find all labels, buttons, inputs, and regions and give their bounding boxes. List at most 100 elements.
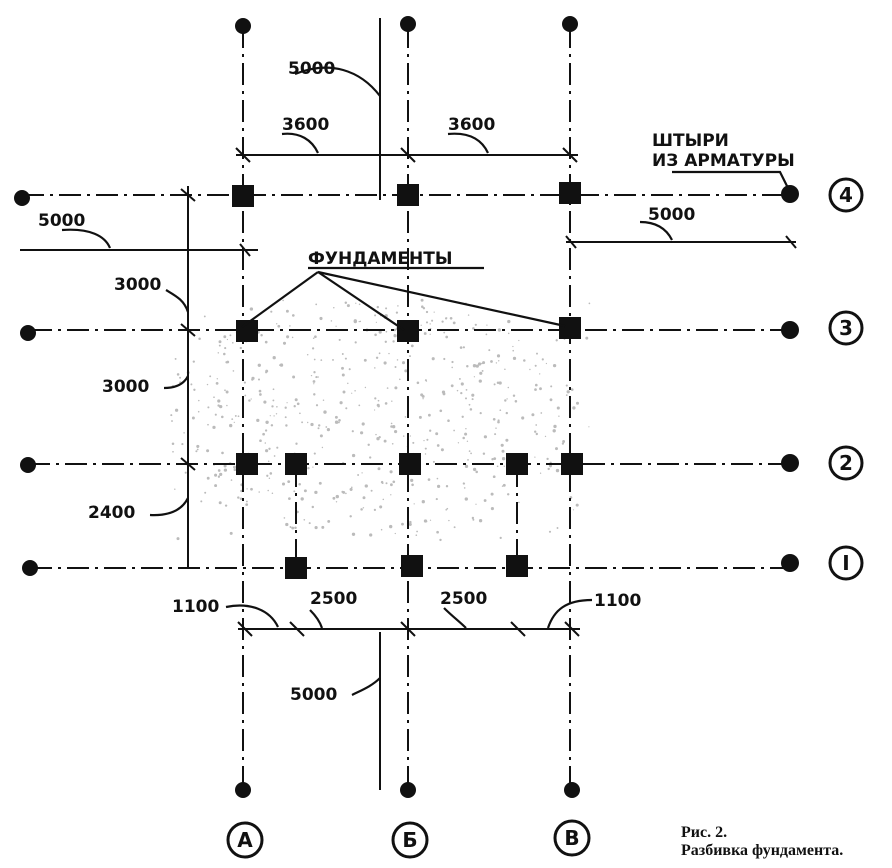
noise-speck [335, 501, 338, 503]
noise-speck [558, 415, 560, 417]
noise-speck [214, 413, 217, 416]
noise-speck [213, 396, 215, 399]
noise-speck [478, 379, 482, 383]
noise-speck [197, 410, 200, 413]
noise-speck [472, 467, 477, 472]
noise-speck [490, 492, 494, 496]
noise-speck [198, 337, 201, 341]
caption-title: Разбивка фундамента. [681, 842, 844, 859]
noise-speck [482, 452, 486, 455]
noise-speck [271, 405, 274, 408]
noise-speck [548, 530, 552, 533]
noise-speck [314, 335, 317, 339]
noise-speck [341, 490, 344, 494]
noise-speck [402, 435, 405, 437]
noise-speck [404, 416, 407, 418]
noise-speck [540, 412, 543, 414]
noise-speck [432, 460, 435, 463]
noise-speck [284, 406, 287, 409]
noise-speck [539, 387, 542, 391]
noise-speck [362, 496, 366, 500]
noise-speck [422, 307, 426, 310]
noise-speck [172, 450, 174, 453]
noise-speck [373, 508, 377, 512]
noise-speck [301, 421, 304, 424]
noise-speck [198, 399, 200, 402]
noise-speck [243, 381, 246, 384]
noise-speck [216, 378, 219, 380]
noise-speck [296, 402, 300, 406]
noise-speck [462, 482, 465, 485]
noise-speck [264, 442, 267, 444]
dim-label-left-5000: 5000 [38, 211, 85, 231]
foundation-block [397, 320, 419, 342]
noise-speck [396, 359, 399, 361]
noise-speck [181, 443, 184, 446]
leader-2500-right [443, 607, 467, 629]
noise-speck [257, 363, 261, 367]
axis-label-1: I [842, 551, 849, 575]
noise-speck [377, 399, 380, 402]
noise-speck [315, 376, 318, 379]
dim-label-3600-right: 3600 [448, 115, 495, 135]
noise-speck [320, 359, 323, 361]
leader-right-5000 [639, 220, 673, 241]
dimension-lines [20, 18, 797, 790]
noise-speck [548, 464, 553, 468]
pin-dot [22, 560, 38, 576]
noise-speck [276, 323, 278, 325]
noise-speck [248, 399, 251, 402]
noise-speck [221, 451, 224, 455]
noise-speck [393, 334, 397, 338]
noise-speck [512, 345, 514, 348]
noise-speck [479, 412, 482, 415]
noise-speck [358, 404, 361, 407]
axis-label-4: 4 [839, 183, 853, 207]
noise-speck [552, 429, 556, 433]
noise-speck [291, 526, 295, 530]
noise-speck [215, 382, 219, 385]
noise-speck [313, 371, 316, 374]
foundation-block [506, 555, 528, 577]
noise-speck [176, 537, 180, 541]
foundation-block [561, 453, 583, 475]
noise-speck [221, 415, 224, 419]
noise-speck [230, 479, 233, 481]
axis-bubble-2 [828, 445, 864, 481]
pin-dot [400, 16, 416, 32]
noise-speck [223, 468, 228, 472]
noise-speck [369, 533, 373, 537]
noise-speck [443, 357, 446, 361]
noise-speck [504, 399, 507, 402]
noise-speck [390, 483, 393, 487]
noise-speck [233, 468, 237, 472]
noise-speck [335, 325, 337, 327]
noise-speck [431, 319, 434, 322]
leader-2500-left [309, 609, 324, 629]
tick [180, 188, 196, 202]
tick [785, 235, 797, 249]
noise-speck [307, 466, 310, 470]
noise-speck [401, 361, 406, 365]
noise-speck [471, 516, 475, 520]
noise-speck [541, 358, 544, 361]
noise-speck [217, 475, 221, 478]
noise-speck [361, 422, 365, 426]
tick [564, 621, 580, 637]
noise-speck [338, 338, 341, 341]
noise-speck [391, 442, 394, 445]
noise-speck [445, 508, 448, 511]
noise-speck [249, 307, 254, 311]
noise-speck [360, 431, 364, 435]
noise-speck [384, 402, 388, 405]
noise-speck [466, 365, 469, 368]
noise-speck [374, 397, 377, 400]
noise-speck [257, 378, 261, 381]
noise-speck [385, 307, 388, 310]
noise-speck [536, 352, 538, 355]
noise-speck [363, 358, 367, 362]
noise-speck [462, 346, 466, 349]
noise-speck [575, 401, 580, 405]
noise-speck [299, 412, 301, 415]
noise-speck [281, 482, 286, 486]
